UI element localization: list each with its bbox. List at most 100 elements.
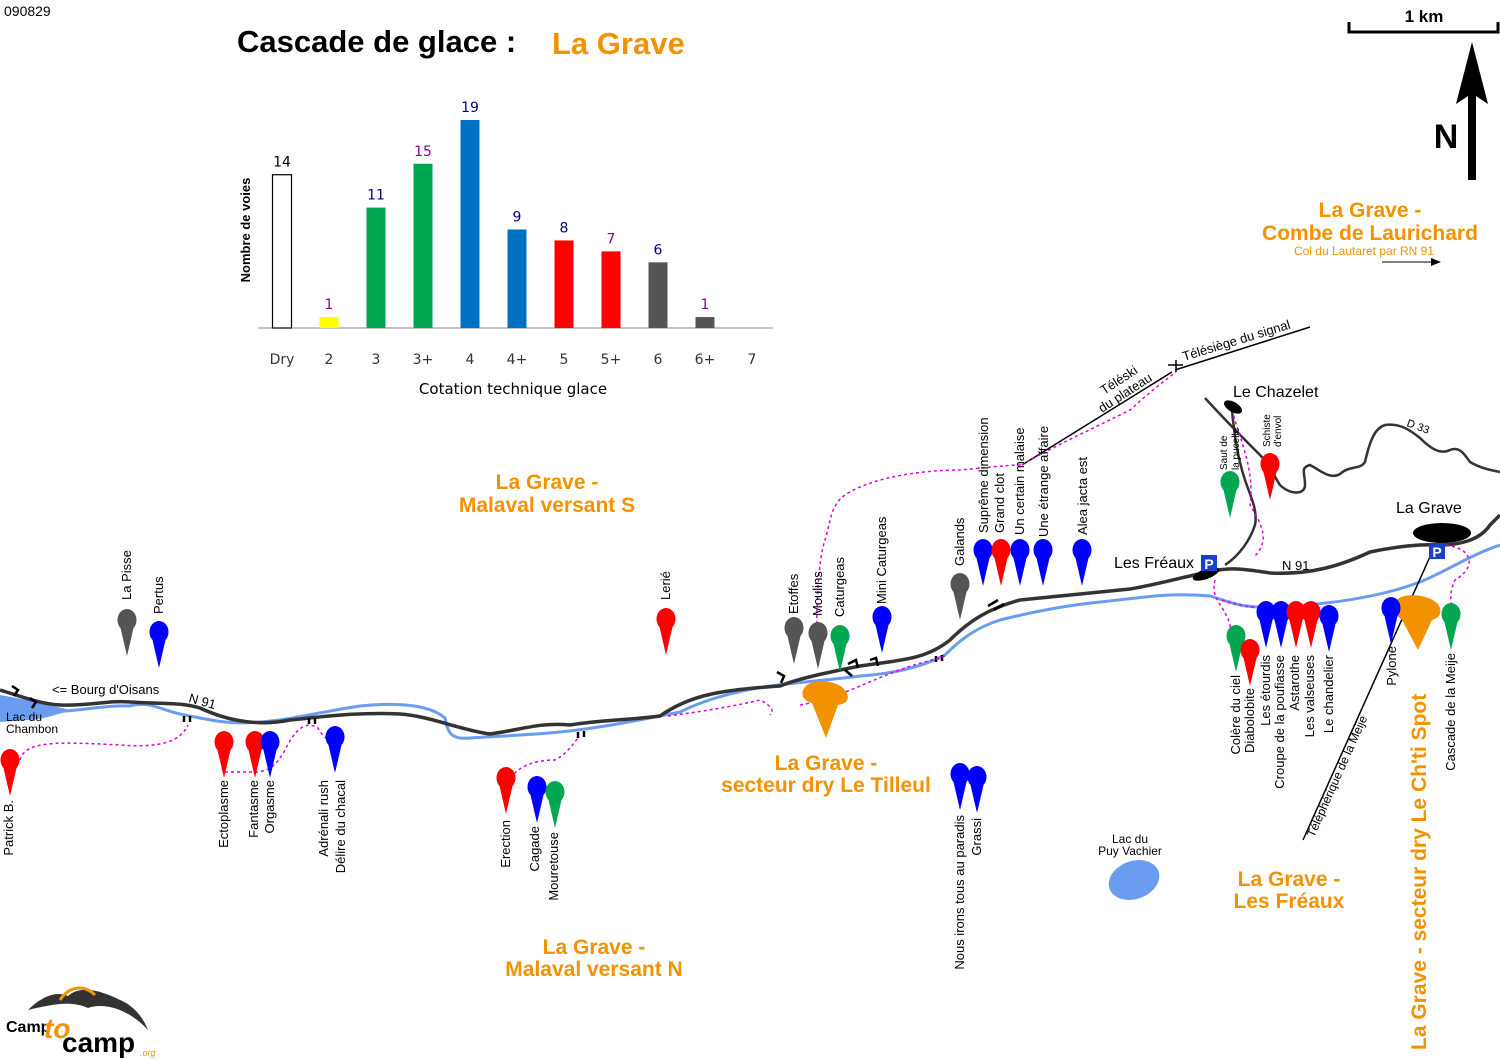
grade-histogram: Nombre de voies Cotation technique glace… xyxy=(238,100,773,398)
route-etrange-affaire-marker xyxy=(1033,538,1053,586)
route-labels: La Pisse Pertus Lerié Etoffes Moulins Ca… xyxy=(1,414,1458,970)
lake-chambon xyxy=(0,695,70,722)
chart-bar-3 xyxy=(366,207,386,328)
place-les-freaux: Les Fréaux xyxy=(1114,555,1194,572)
route-mouretouse-marker xyxy=(545,780,565,828)
route-astarothe-label: Astarothe xyxy=(1287,655,1302,711)
route-moulins-marker xyxy=(808,621,828,669)
route-certain-malaise-marker xyxy=(1010,538,1030,586)
sector-combe-sub: Col du Lautaret par RN 91 xyxy=(1294,244,1434,258)
place-bourg-oisans: <= Bourg d'Oisans xyxy=(52,682,160,697)
route-diabolobite-label: Diabolobite xyxy=(1242,688,1257,753)
route-certain-malaise-label: Un certain malaise xyxy=(1012,427,1027,535)
logo-camp-1: Camp xyxy=(6,1019,51,1036)
sector-labels: La Grave - Combe de Laurichard La Grave … xyxy=(459,199,1478,1050)
chart-bar-6plus xyxy=(695,317,715,328)
route-fantasme-label: Fantasme xyxy=(246,780,261,838)
route-la-pisse-label: La Pisse xyxy=(119,550,134,600)
chart-tick-label: 7 xyxy=(748,352,757,368)
route-saut-2-label: la pucelle xyxy=(1231,427,1242,470)
map-title: Cascade de glace : xyxy=(237,24,516,59)
road-chazelet xyxy=(1224,409,1257,567)
route-orgasme-label: Orgasme xyxy=(262,780,277,833)
chart-tick-label: 2 xyxy=(325,352,334,368)
route-nous-irons-marker xyxy=(950,762,970,810)
chart-bar-dry xyxy=(271,174,293,329)
route-grassi-marker xyxy=(967,765,987,813)
route-diabolobite-marker xyxy=(1240,638,1260,686)
chart-tick-label: 6+ xyxy=(695,352,716,368)
sector-freaux-line1: La Grave - xyxy=(1238,868,1341,891)
svg-text:P: P xyxy=(1204,556,1213,572)
chart-value-label: 8 xyxy=(560,220,569,236)
chart-tick-label: 5 xyxy=(560,352,569,368)
route-alea-label: Alea jacta est xyxy=(1075,457,1090,535)
route-cascade-meije-label: Cascade de la Meije xyxy=(1443,653,1458,771)
sector-tilleul-line2: secteur dry Le Tilleul xyxy=(721,774,931,797)
chart-tick-label: 4 xyxy=(466,352,475,368)
logo-camp-2: camp xyxy=(62,1027,135,1058)
chart-tick-label: 6 xyxy=(654,352,663,368)
route-la-pisse-marker xyxy=(117,608,137,656)
chart-x-label: Cotation technique glace xyxy=(419,380,607,398)
chart-bar-6 xyxy=(648,262,668,328)
logo-org: .org xyxy=(140,1048,156,1058)
route-pertus-marker xyxy=(149,620,169,668)
chart-value-label: 1 xyxy=(325,297,334,313)
route-grand-clot-marker xyxy=(991,538,1011,586)
route-ectoplasme-label: Ectoplasme xyxy=(216,780,231,848)
route-caturgeas-label: Caturgeas xyxy=(832,557,847,617)
place-lac-puy-1: Lac du xyxy=(1112,832,1148,846)
chazelet-marker xyxy=(1223,400,1243,414)
route-adrenali-marker xyxy=(325,725,345,773)
route-delire-label: Délire du chacal xyxy=(333,780,348,873)
place-la-grave: La Grave xyxy=(1396,500,1462,517)
chart-value-label: 6 xyxy=(654,242,663,258)
chart-value-label: 11 xyxy=(367,188,385,204)
route-nous-irons-label: Nous irons tous au paradis xyxy=(952,815,967,970)
route-patrick-marker xyxy=(0,748,20,796)
place-n91-east: N 91 xyxy=(1282,558,1309,573)
route-etourdis-label: Les étourdis xyxy=(1258,655,1273,726)
sector-freaux-line2: Les Fréaux xyxy=(1234,890,1345,913)
route-adrenali-label: Adrénali rush xyxy=(316,780,331,857)
route-grassi-label: Grassi xyxy=(969,818,984,856)
route-schiste-1-label: Schiste xyxy=(1262,414,1273,447)
chart-bar-5 xyxy=(554,240,574,328)
route-grand-clot-label: Grand clot xyxy=(992,473,1007,533)
tilleul-sector-icon xyxy=(802,681,848,738)
svg-text:P: P xyxy=(1432,544,1441,560)
route-chandelier-marker xyxy=(1319,604,1339,652)
north-arrow-icon: N xyxy=(1434,42,1488,180)
chart-value-label: 7 xyxy=(607,231,616,247)
chart-bar-5plus xyxy=(601,251,621,328)
route-mini-caturgeas-marker xyxy=(872,605,892,653)
chart-value-label: 1 xyxy=(701,297,710,313)
route-galands-label: Galands xyxy=(952,517,967,566)
chart-tick-label: 3+ xyxy=(413,352,434,368)
sector-chti-label: La Grave - secteur dry Le Ch'ti Spot xyxy=(1408,694,1431,1050)
route-pertus-label: Pertus xyxy=(151,576,166,614)
route-galands-marker xyxy=(950,572,970,620)
route-etrange-affaire-label: Une étrange affaire xyxy=(1036,426,1051,537)
route-etoffes-marker xyxy=(784,616,804,664)
route-caturgeas-marker xyxy=(830,624,850,672)
parking-la-grave-icon: P xyxy=(1429,543,1445,560)
chart-tick-label: 4+ xyxy=(507,352,528,368)
sector-malaval-n-line1: La Grave - xyxy=(543,936,646,959)
route-cagade-label: Cagade xyxy=(527,826,542,872)
route-mini-caturgeas-label: Mini Caturgeas xyxy=(874,516,889,604)
route-lerie-marker xyxy=(656,607,676,655)
route-schiste-marker xyxy=(1260,452,1280,500)
chart-value-label: 9 xyxy=(513,209,522,225)
dry-sector-markers xyxy=(802,595,1441,738)
route-mouretouse-label: Mouretouse xyxy=(546,832,561,901)
sector-combe-line2: Combe de Laurichard xyxy=(1262,222,1478,245)
route-supreme-marker xyxy=(973,538,993,586)
road-galleries xyxy=(11,598,1005,738)
lift-telesiege: Télésiège du signal xyxy=(1180,317,1292,364)
map-code: 090829 xyxy=(4,3,51,19)
chart-tick-label: 3 xyxy=(372,352,381,368)
chart-value-label: 15 xyxy=(414,144,432,160)
